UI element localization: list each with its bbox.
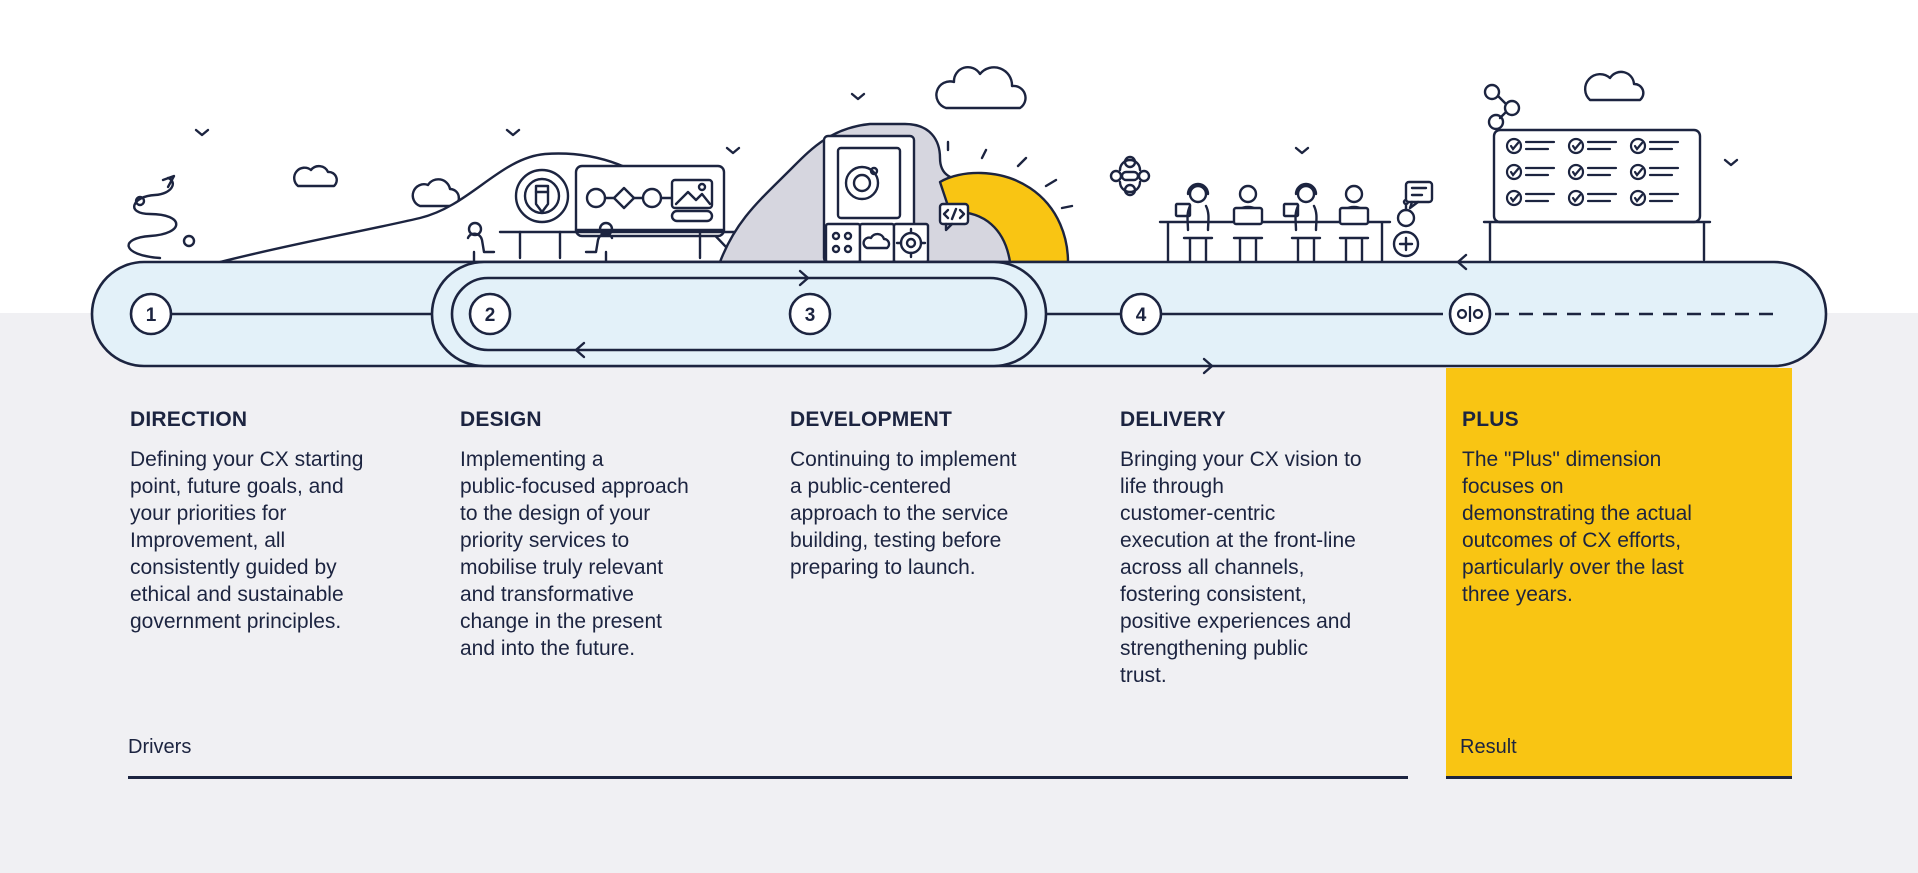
cloud-icon [293, 165, 338, 188]
orbit-icon [844, 165, 880, 201]
stage-number: 1 [146, 305, 157, 326]
robot-icon [1392, 198, 1420, 258]
headset-icon [1174, 182, 1214, 264]
route-icon [127, 174, 196, 260]
stage-node: 3 [788, 292, 832, 336]
journey-track [90, 253, 1828, 375]
stage-node: 2 [468, 292, 512, 336]
cloud-icon [411, 178, 461, 208]
check-line [1586, 140, 1618, 151]
check-line [1648, 140, 1680, 151]
stage-title-plus: PLUS [1462, 408, 1519, 431]
arrow-icon [574, 341, 586, 359]
bird-icon [1294, 146, 1310, 155]
stage-description-development: Continuing to implement a public-centere… [790, 448, 1017, 579]
person-icon [467, 221, 483, 237]
check-tick [1509, 167, 1520, 177]
check-mark-icon [1505, 137, 1523, 155]
check-mark-icon [1629, 163, 1647, 181]
journey-illustration: 1 2 3 4 [90, 66, 1828, 375]
check-mark-icon [1505, 163, 1523, 181]
chat-bubble-icon [1404, 180, 1434, 210]
arrow-icon [1456, 253, 1468, 271]
plus-result-panel [1446, 368, 1792, 778]
check-tick [1633, 193, 1644, 203]
check-mark-icon [1629, 137, 1647, 155]
desk [1158, 220, 1392, 264]
stage-title-design: DESIGN [460, 408, 542, 431]
cloud-icon [1583, 70, 1645, 102]
gear-icon [895, 227, 927, 259]
check-line [1648, 192, 1680, 203]
stage-title-development: DEVELOPMENT [790, 408, 953, 431]
stage-number: 3 [805, 305, 816, 326]
check-tick [1571, 141, 1582, 151]
lightbulb-icon [514, 168, 570, 224]
check-tick [1509, 193, 1520, 203]
code-icon [938, 202, 970, 232]
link-icon [1483, 83, 1521, 131]
check-tick [1571, 193, 1582, 203]
drivers-label: Drivers [128, 736, 192, 758]
stage-node: 1 [129, 292, 173, 336]
check-line [1524, 192, 1556, 203]
check-line [1586, 166, 1618, 177]
check-line [1524, 140, 1556, 151]
check-mark-icon [1505, 189, 1523, 207]
link-icon [1109, 155, 1151, 197]
check-mark-icon [1567, 189, 1585, 207]
check-mark-icon [1567, 137, 1585, 155]
stage-number: 4 [1136, 305, 1147, 326]
check-mark-icon [1567, 163, 1585, 181]
check-tick [1509, 141, 1520, 151]
stage-title-delivery: DELIVERY [1120, 408, 1226, 431]
check-line [1524, 166, 1556, 177]
bird-icon [194, 128, 210, 137]
cloud-icon [935, 66, 1027, 110]
arrow-icon [1202, 357, 1214, 375]
stage-description-direction: Defining your CX starting point, future … [130, 448, 364, 633]
drivers-rule [128, 776, 1408, 779]
check-tick [1571, 167, 1582, 177]
check-tick [1633, 141, 1644, 151]
headset-icon [1282, 182, 1322, 264]
bird-icon [1723, 158, 1739, 167]
sun-icon [938, 171, 1070, 264]
stage-number: 2 [485, 305, 496, 326]
stage-description-delivery: Bringing your CX vision to life through … [1120, 448, 1362, 687]
stage-description-plus: The "Plus" dimension focuses on demonstr… [1462, 448, 1692, 606]
check-line [1648, 166, 1680, 177]
check-line [1586, 192, 1618, 203]
cloud-icon [862, 232, 891, 250]
image-icon [670, 178, 714, 223]
check-mark-icon [1629, 189, 1647, 207]
stage-description-design: Implementing a public-focused approach t… [460, 448, 689, 660]
result-label: Result [1460, 736, 1517, 758]
person-icon [1338, 184, 1370, 264]
bird-icon [725, 146, 741, 155]
check-tick [1633, 167, 1644, 177]
bird-icon [850, 92, 866, 101]
arrow-icon [798, 269, 810, 287]
stage-node: 4 [1119, 292, 1163, 336]
bird-icon [505, 128, 521, 137]
person-icon [1232, 184, 1264, 264]
person-icon [598, 221, 614, 237]
stage-title-direction: DIRECTION [130, 408, 248, 431]
plus-link-node [1448, 292, 1492, 336]
result-rule [1446, 776, 1792, 779]
